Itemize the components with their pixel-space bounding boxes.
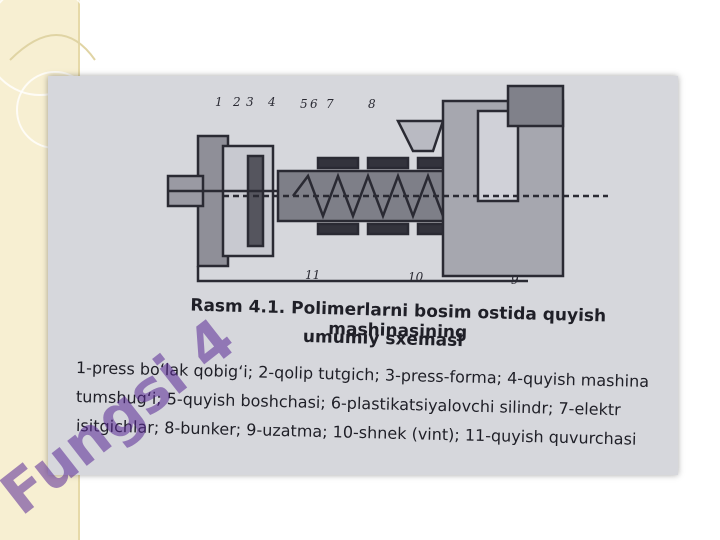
part-label-11: 11: [305, 268, 320, 282]
part-label-2: 2: [232, 95, 241, 109]
part-label-3: 3: [246, 95, 254, 109]
part-label-7: 7: [326, 97, 334, 111]
injection-machine-diagram: 1 2 3 4 5 6 7 8 9 10 11: [166, 84, 608, 287]
part-label-10: 10: [408, 270, 424, 284]
part-label-8: 8: [368, 97, 376, 111]
part-label-5: 5: [300, 97, 308, 111]
part-label-9: 9: [511, 273, 519, 287]
part-label-4: 4: [267, 95, 276, 109]
part-label-1: 1: [215, 95, 223, 109]
part-label-6: 6: [310, 97, 318, 111]
scanned-figure: 1 2 3 4 5 6 7 8 9 10 11 Rasm 4.1. Polime…: [48, 76, 678, 475]
